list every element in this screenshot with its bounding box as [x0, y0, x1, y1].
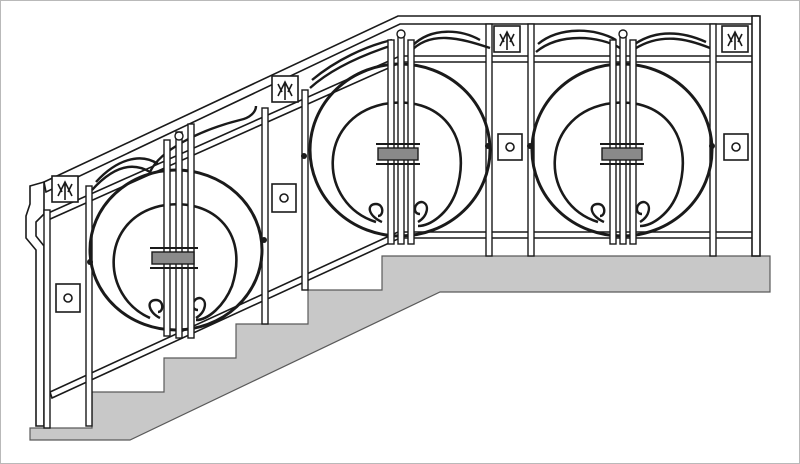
baluster-1	[43, 209, 51, 429]
wave-5	[629, 37, 711, 53]
scroll-right	[413, 200, 429, 224]
plate-4	[723, 133, 749, 161]
inner-loop	[553, 101, 685, 228]
medallion-bar-3	[187, 123, 195, 339]
medallion-bar-2	[397, 35, 405, 245]
tulip-2	[271, 75, 299, 103]
wave-2	[309, 44, 391, 89]
wave-5b	[631, 32, 707, 47]
tulip-1	[51, 175, 79, 203]
plate-1	[55, 283, 81, 313]
medallion-bar-1	[609, 39, 617, 245]
tulip-3	[493, 25, 521, 53]
collar	[601, 147, 643, 161]
collar	[151, 251, 195, 265]
medallion-bar-3	[629, 39, 637, 245]
tulip-ornaments	[51, 25, 749, 203]
scroll-left	[590, 202, 606, 224]
wave-4b	[537, 29, 617, 45]
end-post	[751, 15, 761, 257]
medallion-bar-1	[163, 139, 171, 337]
baluster-4	[301, 89, 309, 291]
scroll-left	[148, 298, 164, 320]
medallion-middle	[308, 29, 492, 245]
medallion-bar-2	[175, 131, 183, 339]
medallion-bar-2	[619, 35, 627, 245]
inner-loop	[331, 101, 463, 228]
medallion-right	[530, 29, 714, 245]
collar	[377, 147, 419, 161]
baluster-2	[85, 185, 93, 427]
medallion-bar-1	[387, 39, 395, 245]
wave-3	[409, 36, 491, 53]
inner-loop	[112, 203, 238, 322]
plate-2	[271, 183, 297, 213]
square-plates	[55, 133, 749, 313]
wave-3b	[411, 30, 481, 47]
baluster-3	[261, 107, 269, 325]
medallion-bar-3	[407, 39, 415, 245]
plate-3	[497, 133, 523, 161]
scroll-right	[635, 200, 651, 224]
medallion-lower	[88, 123, 264, 339]
wave-2b	[311, 38, 393, 81]
rail-joints	[87, 143, 715, 265]
tulip-4	[721, 25, 749, 53]
wave-1b	[95, 157, 159, 183]
scroll-left	[368, 202, 384, 224]
